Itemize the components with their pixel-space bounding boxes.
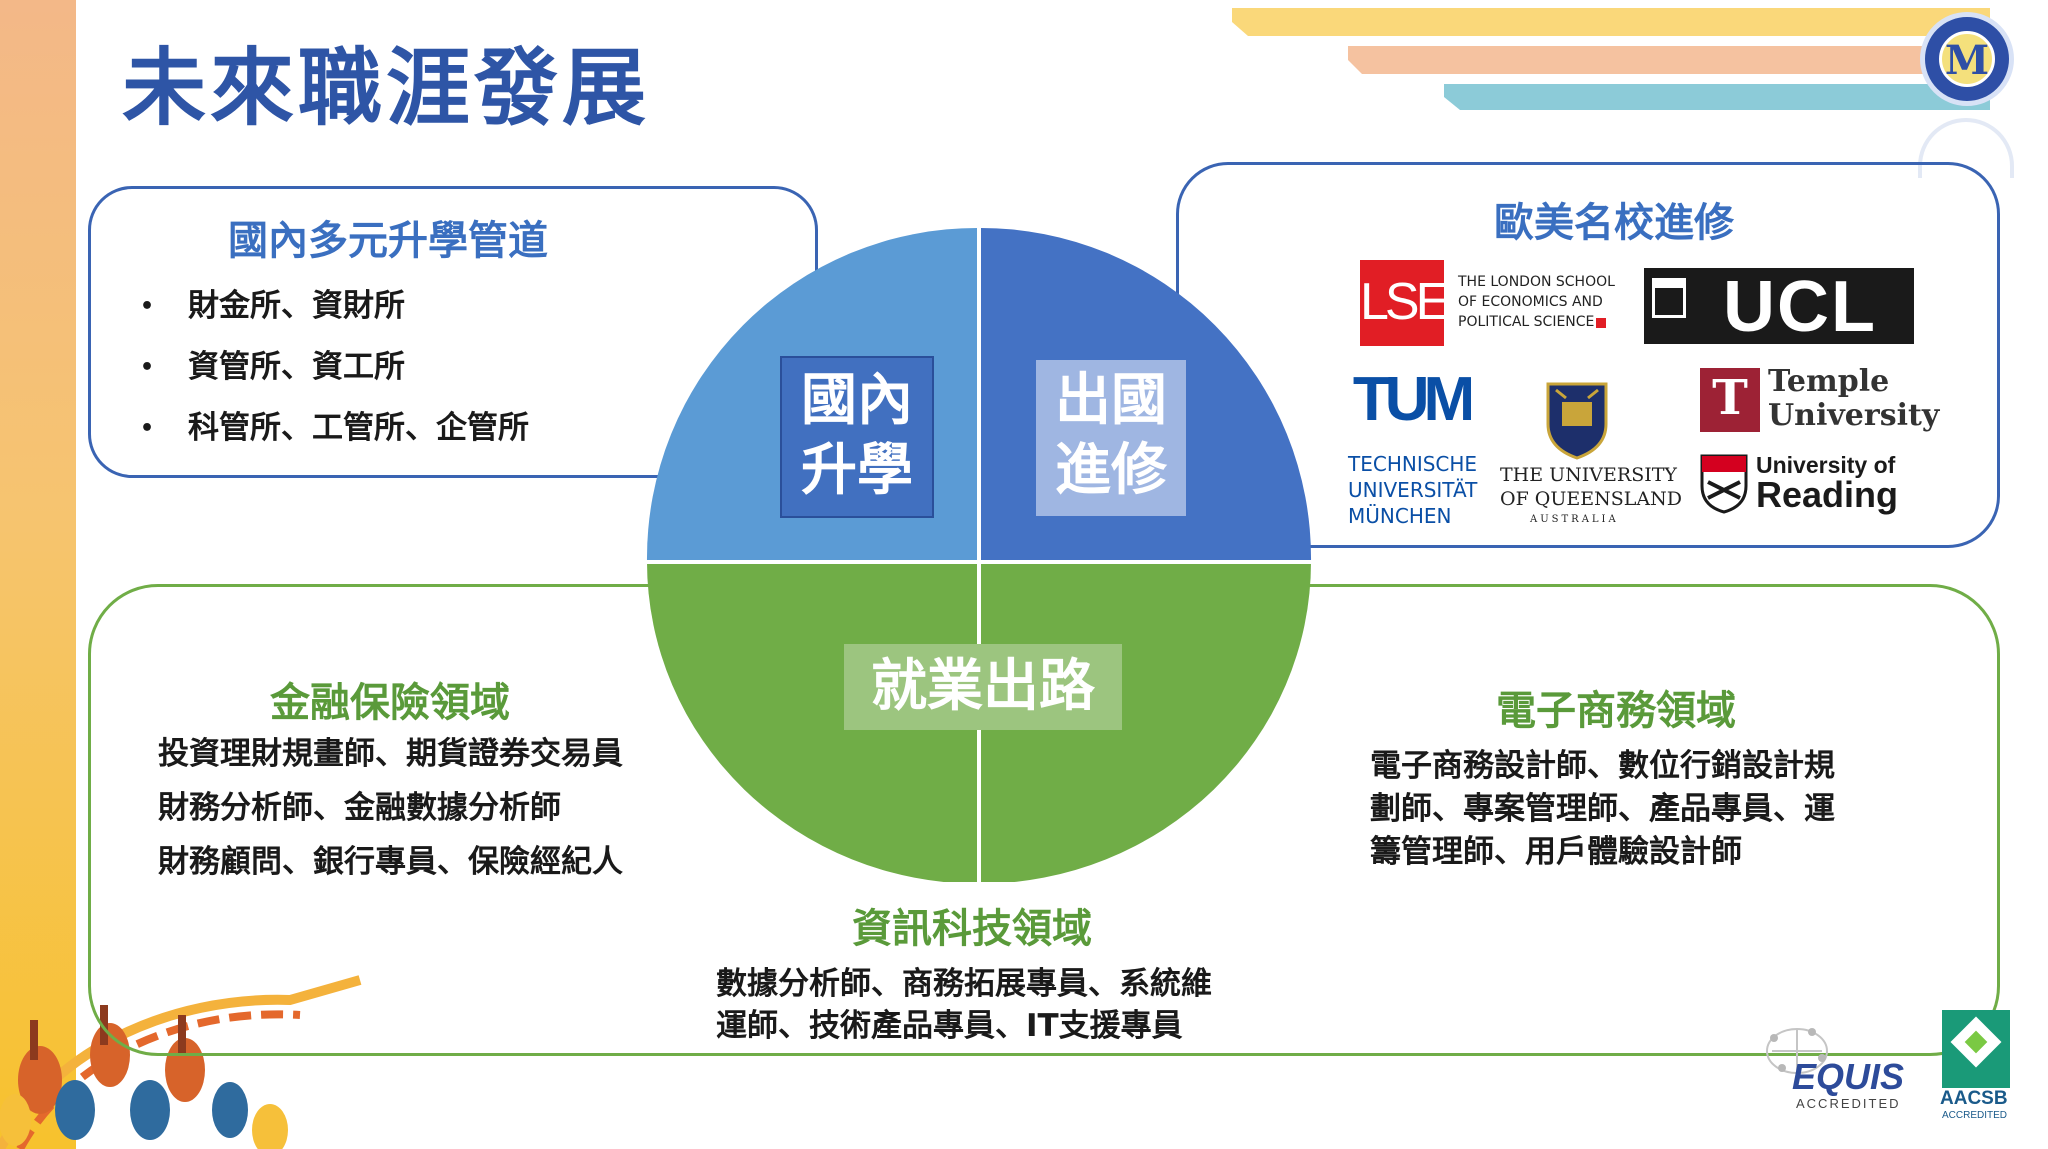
aacsb-sub: ACCREDITED	[1942, 1110, 2008, 1121]
page-title: 未來職涯發展	[122, 39, 651, 137]
reading-line-2: Reading	[1756, 474, 1899, 515]
employment-label-box: 就業出路	[844, 644, 1122, 730]
uq-line-1: THE UNIVERSITY	[1500, 464, 1677, 486]
quadrant-circle	[644, 226, 1314, 882]
emblem-letter: M	[1944, 37, 1990, 84]
equis-sub: ACCREDITED	[1796, 1096, 1901, 1111]
bullet-dot: •	[140, 355, 155, 380]
ucl-logo: UCL	[1644, 267, 1914, 347]
domestic-label-line-1: 國內	[801, 368, 913, 433]
finance-heading: 金融保險領域	[270, 680, 510, 726]
ecommerce-line-1: 電子商務設計師、數位行銷設計規	[1370, 748, 1835, 784]
abroad-label-line-1: 出國	[1055, 368, 1167, 433]
temple-mark: T	[1712, 370, 1748, 426]
lse-red-square	[1596, 318, 1606, 328]
list-item: • 科管所、工管所、企管所	[140, 398, 529, 459]
abroad-heading: 歐美名校進修	[1494, 200, 1734, 246]
list-item-text: 科管所、工管所、企管所	[188, 410, 529, 446]
domestic-heading: 國內多元升學管道	[228, 218, 548, 264]
list-item-text: 財金所、資財所	[188, 288, 405, 324]
it-line-2: 運師、技術產品專員、IT支援專員	[716, 1008, 1183, 1044]
ecommerce-line-2: 劃師、專案管理師、產品專員、運	[1370, 791, 1835, 827]
list-item: • 資管所、資工所	[140, 337, 529, 398]
temple-line-1: Temple	[1768, 364, 1890, 399]
lse-line-2: OF ECONOMICS AND	[1458, 294, 1603, 310]
temple-logo: T	[1700, 368, 1760, 432]
finance-line-1: 投資理財規畫師、期貨證券交易員	[158, 736, 623, 772]
tum-mark: TUM	[1352, 365, 1475, 434]
list-item-text: 資管所、資工所	[188, 349, 405, 385]
lse-line-3: POLITICAL SCIENCE	[1458, 314, 1595, 330]
uq-line-3: AUSTRALIA	[1530, 514, 1619, 525]
employment-label: 就業出路	[871, 654, 1095, 719]
domestic-list: • 財金所、資財所 • 資管所、資工所 • 科管所、工管所、企管所	[140, 276, 529, 459]
left-accent-bar	[0, 0, 76, 1149]
it-line-1: 數據分析師、商務拓展專員、系統維	[716, 966, 1212, 1002]
reading-crest-icon	[1700, 454, 1748, 514]
hands-decoration	[0, 975, 362, 1149]
ecommerce-heading: 電子商務領域	[1496, 688, 1736, 734]
list-item: • 財金所、資財所	[140, 276, 529, 337]
lse-line-1: THE LONDON SCHOOL	[1458, 274, 1615, 290]
ucl-wordmark: UCL	[1723, 267, 1877, 347]
tum-line-3: MÜNCHEN	[1348, 504, 1452, 528]
bullet-dot: •	[140, 416, 155, 441]
equis-name: EQUIS	[1792, 1056, 1905, 1097]
tum-logo: TUM	[1350, 365, 1475, 440]
aacsb-logo-icon	[1942, 1010, 2010, 1088]
domestic-label-box: 國內 升學	[780, 356, 934, 518]
it-heading: 資訊科技領域	[852, 906, 1092, 952]
school-emblem: M	[1920, 12, 2014, 106]
equis-globe-icon	[1766, 1028, 1828, 1074]
uq-crest-icon	[1546, 382, 1608, 460]
ucl-portico-icon	[1652, 278, 1686, 318]
bullet-dot: •	[140, 294, 155, 319]
ecommerce-line-3: 籌管理師、用戶體驗設計師	[1370, 834, 1742, 870]
reading-line-1: University of	[1756, 452, 1896, 478]
domestic-label-line-2: 升學	[801, 438, 913, 503]
finance-line-3: 財務顧問、銀行專員、保險經紀人	[158, 844, 623, 880]
uq-line-2: OF QUEENSLAND	[1500, 488, 1682, 510]
abroad-label-line-2: 進修	[1055, 438, 1167, 503]
ribbon-stripes	[1232, 8, 1990, 110]
aacsb-name: AACSB	[1940, 1088, 2008, 1109]
lse-logo: LSE	[1360, 260, 1450, 346]
finance-line-2: 財務分析師、金融數據分析師	[158, 790, 561, 826]
lse-mark: LSE	[1360, 273, 1450, 331]
temple-line-2: University	[1768, 398, 1940, 433]
tum-line-2: UNIVERSITÄT	[1348, 478, 1478, 502]
abroad-label-box: 出國 進修	[1036, 360, 1186, 516]
tum-line-1: TECHNISCHE	[1348, 452, 1478, 476]
